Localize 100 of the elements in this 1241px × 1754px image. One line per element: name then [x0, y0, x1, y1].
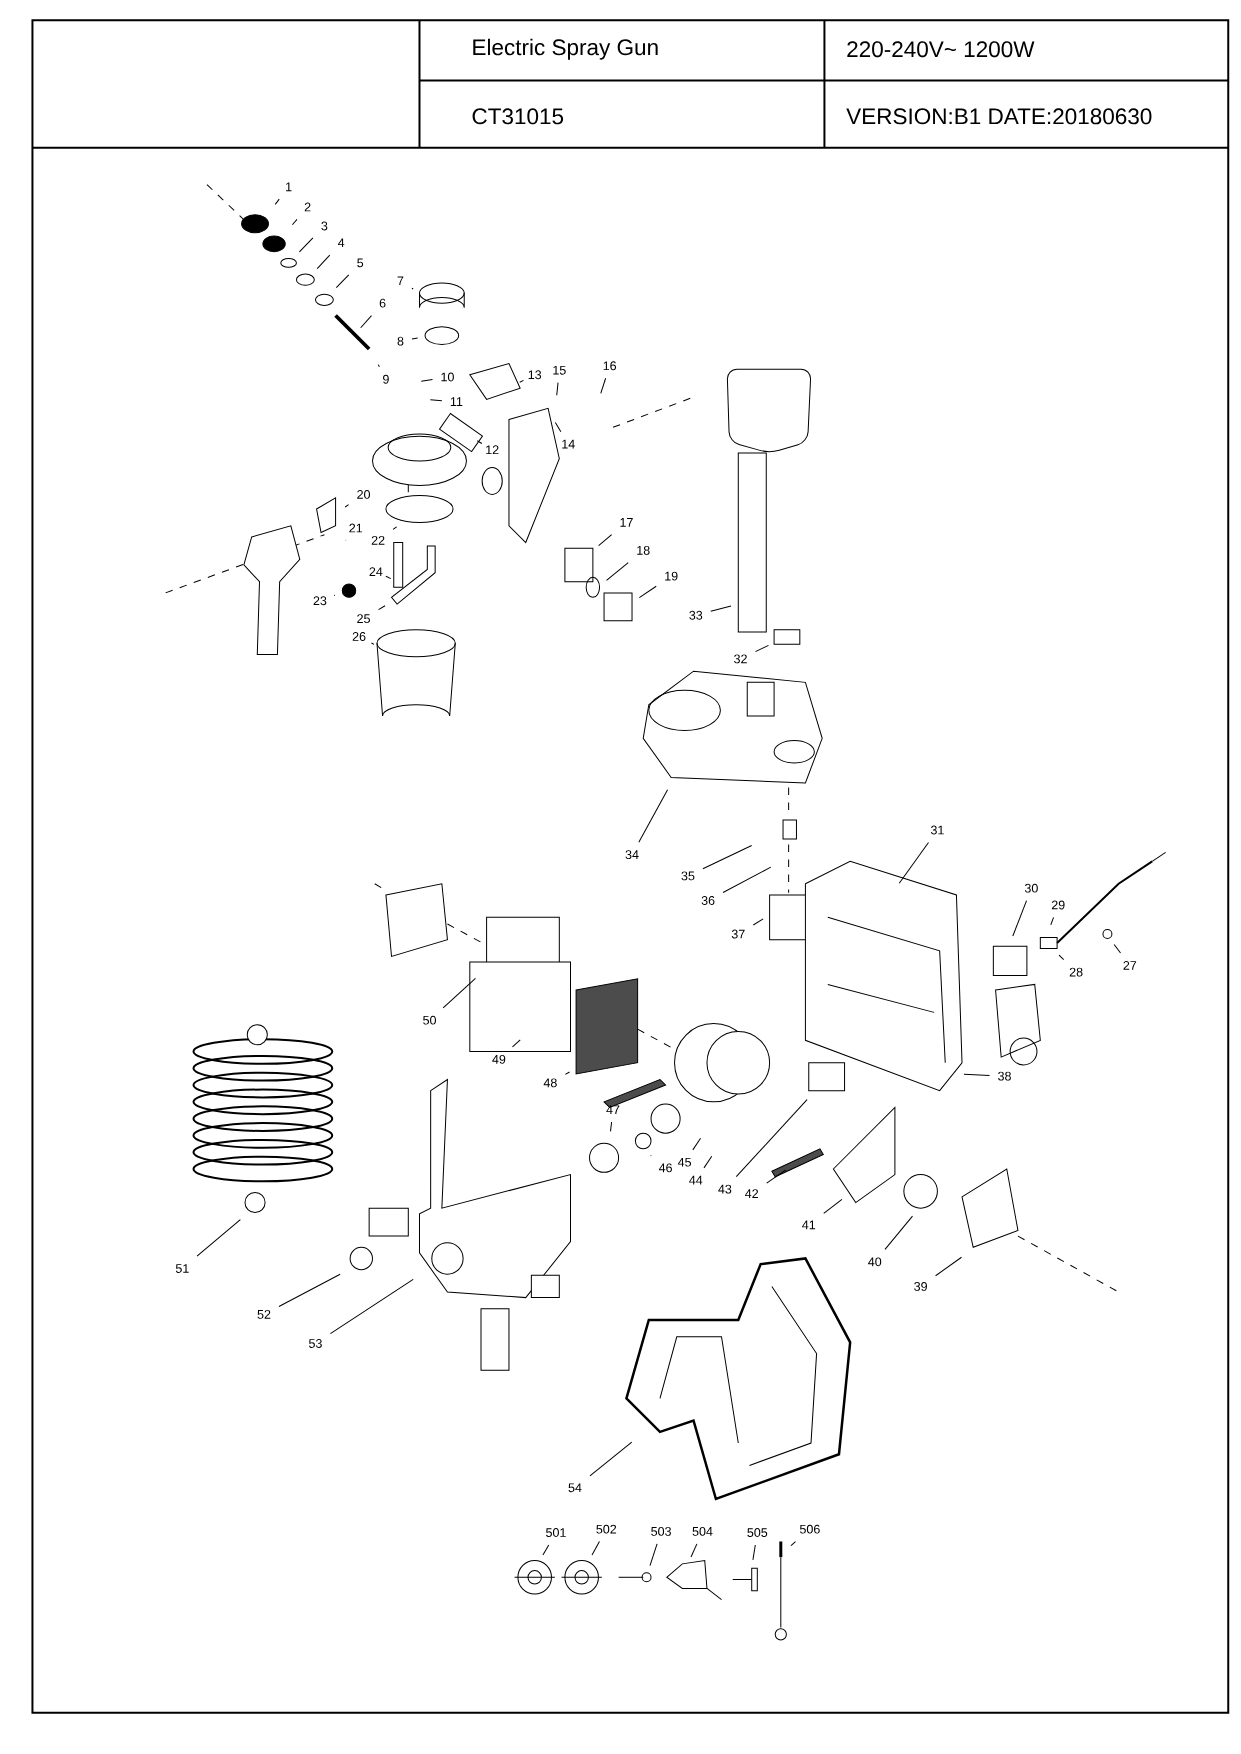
callout-number: 24 [369, 567, 383, 576]
leader-line [823, 1198, 843, 1214]
callout-number: 32 [734, 654, 748, 664]
callout-number: 14 [562, 439, 576, 449]
callout-number: 22 [372, 535, 385, 545]
leader-line [766, 1169, 787, 1184]
callout-number: 26 [352, 632, 366, 641]
callout-number: 39 [914, 1282, 928, 1291]
leader-line [736, 1099, 808, 1178]
header-text: 220-240V~ 1200W [847, 41, 1035, 58]
leader-line [378, 605, 386, 611]
leader-line [196, 1219, 242, 1257]
leader-line [275, 198, 280, 205]
leader-line [591, 1541, 601, 1556]
callout-number: 51 [176, 1264, 189, 1273]
callout-number: 31 [931, 825, 944, 835]
callout-number: 35 [681, 871, 695, 881]
callout-number: 25 [357, 614, 371, 624]
callout-number: 45 [678, 1157, 692, 1167]
callout-number: 5 [357, 258, 364, 268]
callout-number: 12 [486, 445, 499, 455]
callout-number: 36 [701, 896, 715, 905]
callout-number: 15 [553, 365, 566, 375]
callout-number: 23 [313, 596, 327, 606]
callout-number: 48 [543, 1078, 557, 1088]
callout-number: 40 [868, 1257, 882, 1267]
leader-line [899, 841, 930, 884]
leader-line [702, 845, 753, 870]
leader-line [512, 1039, 521, 1048]
leader-line [476, 440, 483, 444]
leader-line [639, 585, 657, 599]
leader-line [565, 1071, 571, 1075]
leader-line [430, 399, 443, 402]
leader-line [722, 866, 772, 894]
leader-line [411, 287, 414, 290]
leader-line [421, 379, 434, 382]
leader-line [344, 504, 350, 508]
leader-line [790, 1541, 797, 1546]
leader-line [963, 1073, 991, 1076]
callout-number: 46 [659, 1163, 673, 1173]
leader-line [519, 379, 525, 383]
leader-line [884, 1215, 914, 1250]
callout-number: 503 [651, 1526, 672, 1536]
callout-number: 504 [692, 1526, 713, 1536]
leader-line [1012, 900, 1028, 937]
leader-line [935, 1256, 963, 1277]
callout-number: 41 [802, 1220, 816, 1230]
callout-number: 42 [745, 1189, 759, 1198]
leader-line [555, 422, 562, 433]
callout-number: 44 [689, 1175, 703, 1185]
leader-line [692, 1137, 702, 1151]
leader-line [755, 644, 770, 653]
leader-line [752, 918, 764, 926]
callout-number: 6 [379, 298, 386, 308]
callout-number: 1 [286, 182, 292, 192]
leader-line [299, 237, 314, 253]
callout-number: 49 [492, 1054, 506, 1064]
header-text: CT31015 [472, 108, 564, 125]
leader-line [330, 1278, 414, 1335]
leader-line [336, 274, 350, 289]
leader-line [598, 534, 613, 547]
header-text: Electric Spray Gun [473, 38, 658, 60]
leader-line [649, 1543, 658, 1567]
callout-number: 506 [800, 1524, 820, 1534]
leader-line [710, 605, 732, 612]
callout-number: 16 [603, 361, 617, 371]
leader-line [703, 1155, 713, 1169]
callout-number: 50 [423, 1015, 437, 1025]
callout-number: 7 [397, 276, 404, 286]
callout-number: 33 [689, 610, 703, 620]
callout-number: 18 [637, 545, 650, 555]
leader-line [411, 337, 419, 340]
callout-number: 19 [665, 571, 678, 581]
callout-number: 43 [718, 1184, 732, 1194]
leader-line [638, 789, 669, 843]
leader-line [610, 1121, 613, 1132]
callout-number: 34 [625, 850, 639, 860]
callout-number: 10 [441, 372, 455, 382]
callout-number: 9 [383, 374, 389, 384]
header-text: VERSION:B1 DATE:20180630 [846, 108, 1152, 125]
callout-number: 54 [568, 1483, 582, 1493]
callout-number: 502 [596, 1524, 617, 1534]
leader-line [589, 1441, 633, 1477]
callout-number: 53 [309, 1339, 323, 1348]
callout-number: 38 [998, 1071, 1012, 1081]
leader-line [1058, 954, 1065, 961]
callout-number: 17 [620, 518, 633, 527]
leader-line [606, 562, 629, 581]
leader-line [377, 364, 381, 368]
callout-number: 505 [747, 1528, 768, 1537]
callout-number: 30 [1025, 883, 1039, 893]
leader-line [442, 977, 477, 1009]
callout-number: 13 [528, 370, 542, 380]
leader-line [1050, 916, 1055, 926]
leader-line [600, 377, 607, 394]
callout-number: 8 [397, 336, 404, 346]
leader-line [371, 642, 375, 645]
callout-number: 47 [606, 1105, 620, 1114]
leader-line [292, 218, 298, 226]
leader-line [556, 382, 559, 396]
